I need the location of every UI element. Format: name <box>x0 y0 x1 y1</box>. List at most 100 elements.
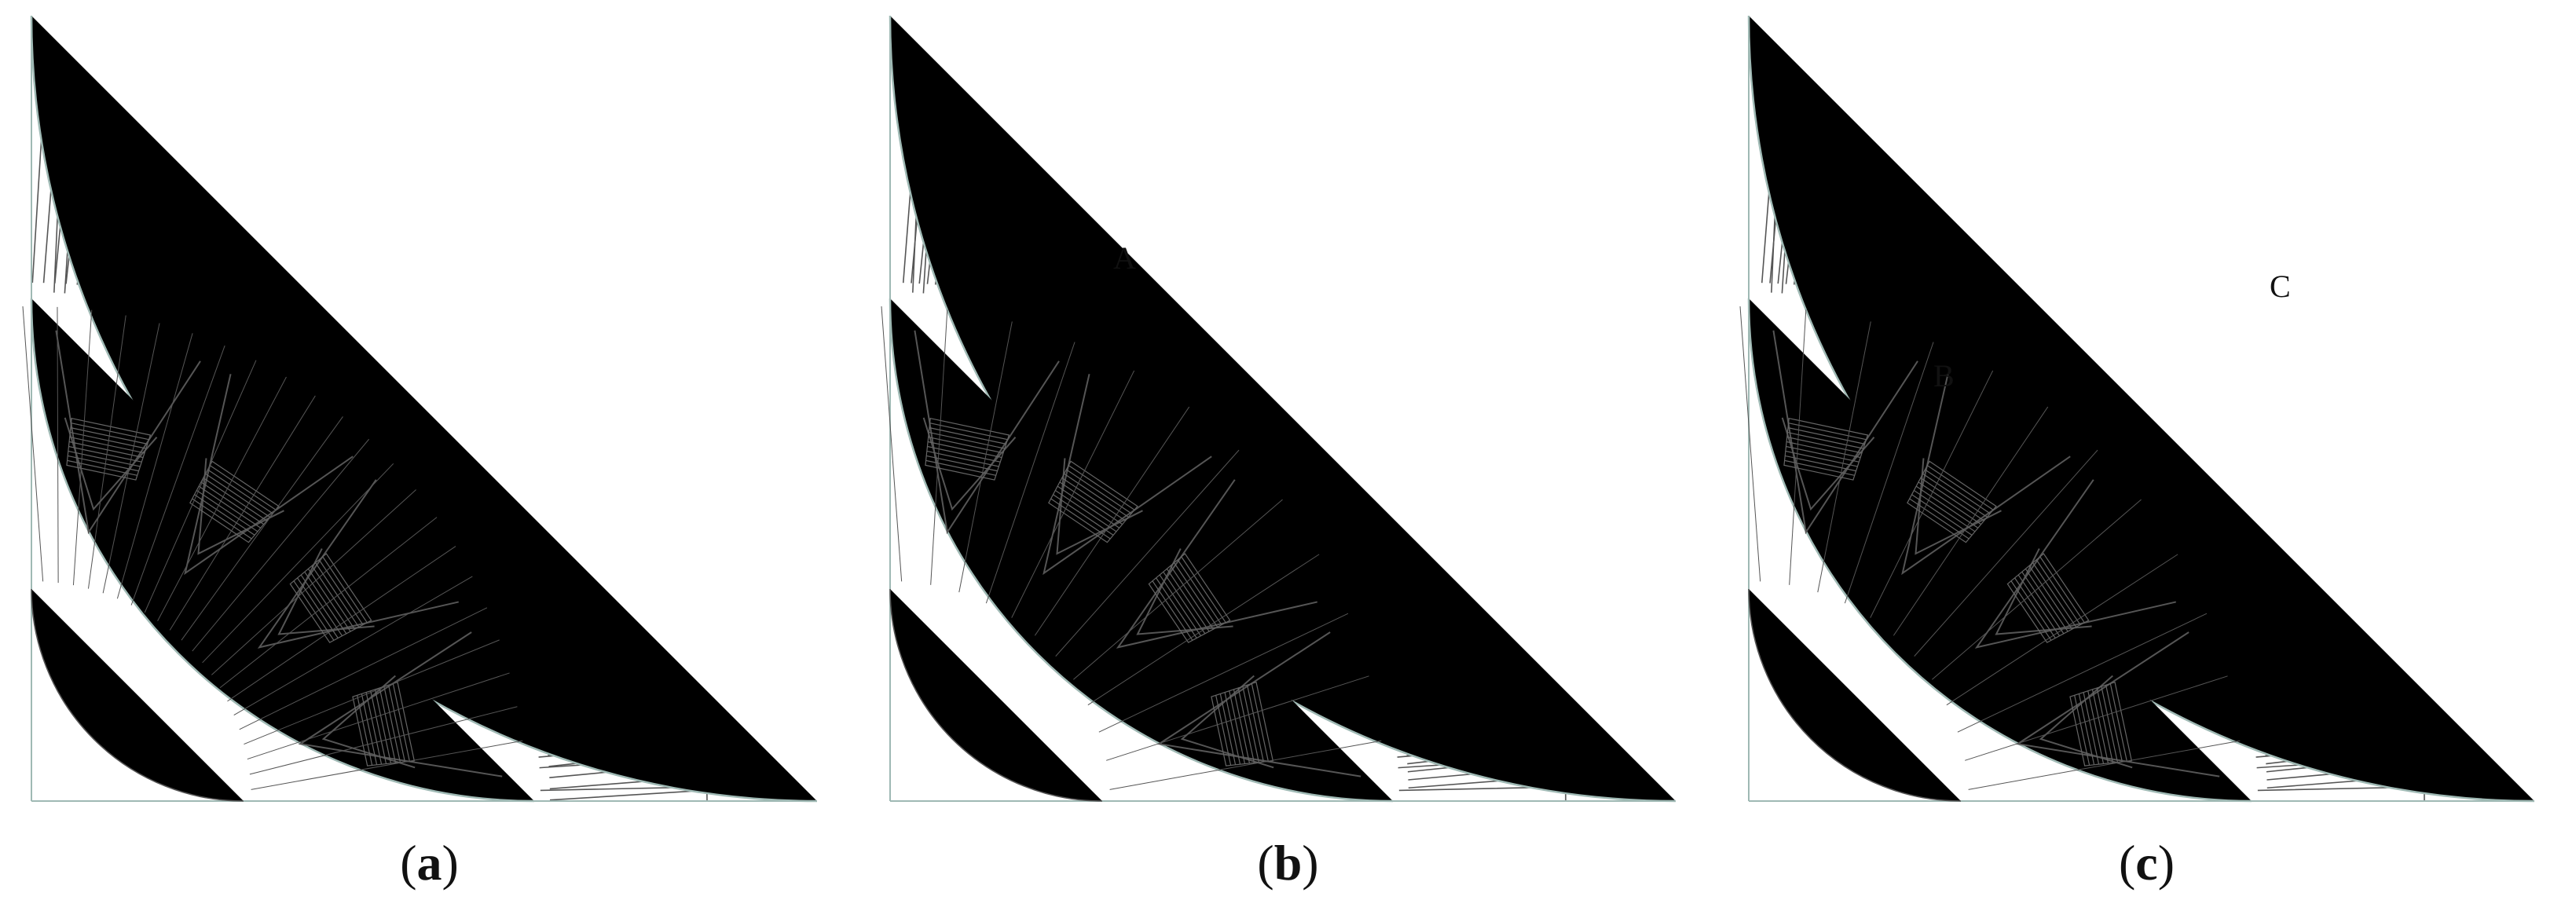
rotor-field-line <box>1034 406 1190 636</box>
air-gap <box>1747 298 2252 803</box>
flux-barrier <box>298 631 503 777</box>
caption-b-close: ) <box>1302 835 1319 891</box>
rotor-field-line <box>1844 342 1934 604</box>
rotor-field-line <box>144 360 257 613</box>
label-a: A <box>1113 240 1136 276</box>
caption-a: (a) <box>0 834 859 892</box>
magnet-block <box>2006 553 2090 643</box>
rotor-field-line <box>1968 740 2241 790</box>
flux-barrier <box>277 548 375 635</box>
flux-barrier <box>64 417 158 511</box>
flux-barrier <box>1056 458 1143 555</box>
magnet-block <box>1211 681 1274 767</box>
magnet-block <box>1783 417 1869 481</box>
flux-barrier <box>1974 479 2177 649</box>
rotor-field-line <box>202 463 394 664</box>
flux-barrier <box>914 330 1060 535</box>
stator-outline <box>889 15 1676 803</box>
rotor-field-line <box>227 546 456 702</box>
rotor-field <box>22 306 523 790</box>
rotor-field-line <box>181 416 343 641</box>
rotor-field-line <box>930 309 948 585</box>
magnet-block <box>289 553 372 643</box>
rotor-field-line <box>249 706 518 775</box>
rotor-field-line <box>169 395 316 631</box>
rotor-field-line <box>244 639 500 745</box>
panel-a: (a) <box>0 0 859 922</box>
rotor-field-line <box>1965 675 2228 761</box>
flux-barrier <box>55 330 201 535</box>
stator-slot <box>31 125 32 293</box>
caption-a-close: ) <box>442 835 459 891</box>
rotor-field-line <box>1098 613 1349 733</box>
rotor-barriers <box>914 330 1361 777</box>
magnet-block <box>66 417 152 481</box>
air-gap <box>889 298 1394 803</box>
magnet-block <box>1148 553 1231 643</box>
rotor-field-line <box>1106 675 1369 761</box>
flux-barrier <box>197 458 284 555</box>
magnet-block <box>1048 460 1138 543</box>
rotor-field-line <box>1932 499 2142 680</box>
flux-barrier <box>1901 373 2071 576</box>
caption-c-close: ) <box>2157 835 2175 891</box>
rotor-field-line <box>1893 406 2049 636</box>
rotor-field-line <box>881 306 903 582</box>
caption-c-open: ( <box>2118 835 2136 891</box>
flux-barrier <box>922 417 1017 511</box>
flux-barrier <box>1042 373 1212 576</box>
rotor-field-line <box>116 333 193 599</box>
caption-b: (b) <box>859 834 1717 892</box>
stator-outline <box>30 15 818 803</box>
flux-barrier <box>2039 675 2133 769</box>
rotor-field-line <box>251 740 523 790</box>
rotor-field-line <box>958 321 1013 593</box>
flux-barrier <box>257 479 460 649</box>
stator-slot <box>890 125 891 293</box>
flux-barrier <box>1995 548 2092 635</box>
rotor-field-line <box>22 306 44 582</box>
rotor-field-line <box>130 345 225 606</box>
flux-plot-a <box>22 15 818 803</box>
rotor-field-line <box>1870 370 1994 618</box>
magnet-block <box>189 460 280 543</box>
rotor-field-line <box>1946 554 2178 706</box>
flux-barrier <box>1116 479 1318 649</box>
flux-barrier <box>184 373 354 576</box>
caption-b-letter: b <box>1273 835 1303 891</box>
flux-barrier <box>321 675 416 769</box>
caption-b-open: ( <box>1257 835 1274 891</box>
rotor-field-line <box>102 323 160 594</box>
label-b: B <box>1933 358 1955 393</box>
caption-a-open: ( <box>400 835 417 891</box>
flux-plot-b: A <box>881 15 1676 803</box>
magnet-block <box>1907 460 1997 543</box>
rotor-field-line <box>1957 613 2208 733</box>
rotor-field-line <box>1789 309 1807 585</box>
rotor-field-line <box>211 489 416 675</box>
rotor-field-line <box>57 306 59 584</box>
rotor-field-line <box>219 517 438 689</box>
rotor-field-line <box>192 438 370 652</box>
rotor-field-line <box>247 672 510 760</box>
flux-barrier <box>1136 548 1233 635</box>
rotor-field-line <box>72 309 93 586</box>
rotor-field-line <box>1073 499 1283 680</box>
flux-plot-c: BC <box>1739 15 2535 803</box>
flux-barrier <box>1915 458 2002 555</box>
flux-barrier <box>1772 330 1918 535</box>
air-gap <box>30 298 535 803</box>
flux-barrier <box>1781 417 1875 511</box>
rotor-field-line <box>1087 554 1320 706</box>
rotor-field-line <box>1914 449 2098 657</box>
shaft <box>889 588 1103 802</box>
label-c: C <box>2270 269 2291 304</box>
magnet-block <box>352 681 416 767</box>
rotor-field-line <box>157 376 287 621</box>
rotor-field-line <box>1011 370 1135 618</box>
caption-a-letter: a <box>416 835 442 891</box>
rotor-field <box>881 306 1382 790</box>
stator-outline <box>1747 15 2535 803</box>
caption-c: (c) <box>1717 834 2576 892</box>
